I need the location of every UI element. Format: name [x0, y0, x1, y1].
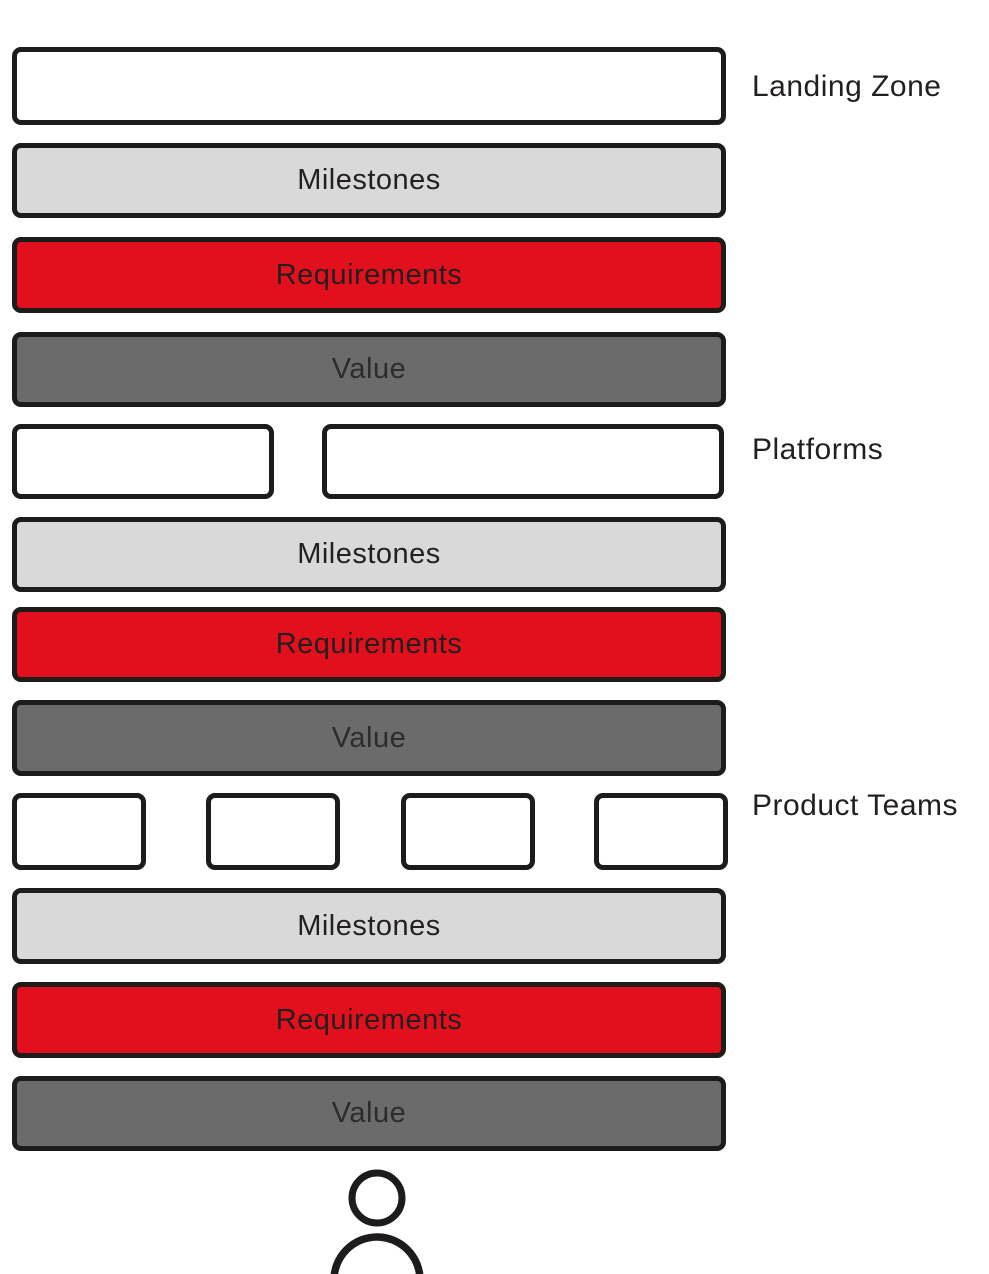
platform-box-1: [12, 424, 274, 499]
requirements-bar-product-teams: Requirements: [12, 982, 726, 1058]
product-team-box-1: [12, 793, 146, 870]
platforms-label: Platforms: [752, 433, 884, 466]
bar-label: Value: [331, 353, 407, 385]
bar-label: Milestones: [297, 538, 441, 570]
product-teams-label: Product Teams: [752, 789, 959, 822]
bar-label: Value: [331, 1097, 407, 1129]
milestones-bar-product-teams: Milestones: [12, 888, 726, 964]
milestones-bar-landing-zone: Milestones: [12, 143, 726, 218]
person-icon: [330, 1169, 424, 1274]
value-bar-platforms: Value: [12, 700, 726, 776]
bar-label: Milestones: [297, 909, 441, 942]
product-team-box-4: [594, 793, 728, 870]
bar-label: Requirements: [275, 628, 463, 660]
milestones-bar-platforms: Milestones: [12, 517, 726, 592]
product-team-box-3: [401, 793, 535, 870]
bar-label: Value: [331, 721, 407, 754]
bar-label: Milestones: [297, 164, 441, 196]
value-bar-product-teams: Value: [12, 1076, 726, 1151]
platform-box-2: [322, 424, 724, 499]
product-team-box-2: [206, 793, 340, 870]
requirements-bar-platforms: Requirements: [12, 607, 726, 682]
value-bar-landing-zone: Value: [12, 332, 726, 407]
bar-label: Requirements: [275, 1003, 463, 1036]
requirements-bar-landing-zone: Requirements: [12, 237, 726, 313]
landing-zone-box: [12, 47, 726, 125]
landing-zone-label: Landing Zone: [752, 70, 942, 103]
bar-label: Requirements: [275, 258, 463, 291]
